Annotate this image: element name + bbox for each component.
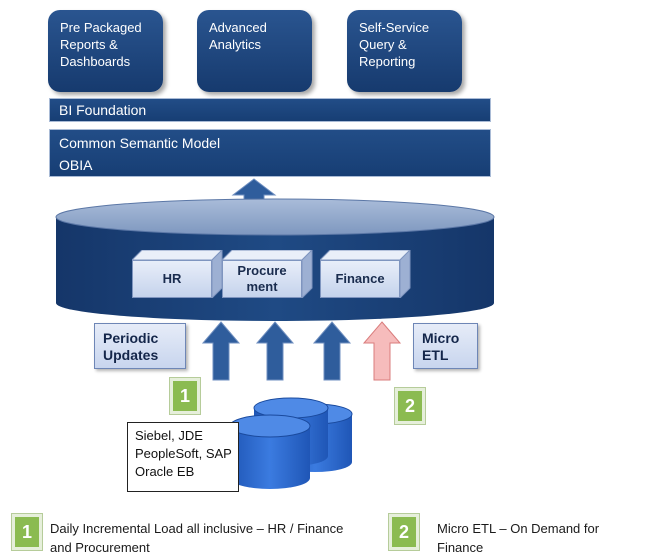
- bi-foundation-band: BI Foundation: [49, 98, 491, 122]
- source-systems-box: Siebel, JDE PeopleSoft, SAP Oracle EB: [127, 422, 239, 492]
- source-database-icon: [229, 397, 353, 489]
- periodic-line1: Periodic: [103, 330, 159, 346]
- procurement-label-line1: Procure: [237, 263, 287, 278]
- source-system: PeopleSoft, SAP: [135, 446, 232, 461]
- legend-item-2-line1: Micro ETL – On Demand for: [437, 521, 600, 536]
- source-system: Siebel, JDE: [135, 428, 203, 443]
- procurement-label-line2: ment: [246, 279, 278, 294]
- legend-item-1-line1: Daily Incremental Load all inclusive – H…: [50, 521, 344, 536]
- legend-item-1-line2: and Procurement: [50, 540, 150, 555]
- periodic-line2: Updates: [103, 347, 159, 363]
- finance-module: Finance: [320, 250, 412, 298]
- up-arrow-3-icon: [312, 321, 352, 381]
- box-line: Advanced: [209, 20, 267, 35]
- micro-etl-arrow-icon: [362, 321, 402, 381]
- box-line: Query &: [359, 37, 407, 52]
- up-arrow-2-icon: [255, 321, 295, 381]
- source-system: Oracle EB: [135, 464, 195, 479]
- up-arrow-1-icon: [201, 321, 241, 381]
- advanced-analytics-box: Advanced Analytics: [197, 10, 312, 92]
- micro-etl-line2: ETL: [422, 347, 449, 363]
- periodic-updates-label: Periodic Updates: [94, 323, 186, 369]
- box-line: Dashboards: [60, 54, 131, 69]
- legend-item-2: Micro ETL – On Demand for Finance: [437, 519, 647, 557]
- procurement-module-face: Procure ment: [222, 260, 302, 298]
- legend-item-1: Daily Incremental Load all inclusive – H…: [50, 519, 390, 557]
- semantic-model-band: Common Semantic Model OBIA: [49, 129, 491, 177]
- hr-module: HR: [132, 250, 224, 298]
- legend-item-2-line2: Finance: [437, 540, 484, 555]
- micro-etl-line1: Micro: [422, 330, 460, 346]
- hr-module-label: HR: [132, 260, 212, 298]
- badge-2: 2: [395, 388, 425, 424]
- micro-etl-label: Micro ETL: [413, 323, 478, 369]
- prepackaged-reports-box: Pre Packaged Reports & Dashboards: [48, 10, 163, 92]
- box-line: Reporting: [359, 54, 416, 69]
- bi-foundation-label: BI Foundation: [59, 102, 147, 118]
- self-service-query-box: Self-Service Query & Reporting: [347, 10, 462, 92]
- box-line: Reports &: [60, 37, 118, 52]
- legend-badge-2: 2: [389, 514, 419, 550]
- finance-module-label: Finance: [320, 260, 400, 298]
- legend-badge-1: 1: [12, 514, 42, 550]
- box-line: Analytics: [209, 37, 262, 52]
- box-line: Pre Packaged: [60, 20, 142, 35]
- box-line: Self-Service: [359, 20, 430, 35]
- badge-1: 1: [170, 378, 200, 414]
- obia-label: OBIA: [59, 157, 93, 173]
- semantic-model-label: Common Semantic Model: [59, 135, 221, 151]
- procurement-module: Procure ment: [222, 250, 314, 298]
